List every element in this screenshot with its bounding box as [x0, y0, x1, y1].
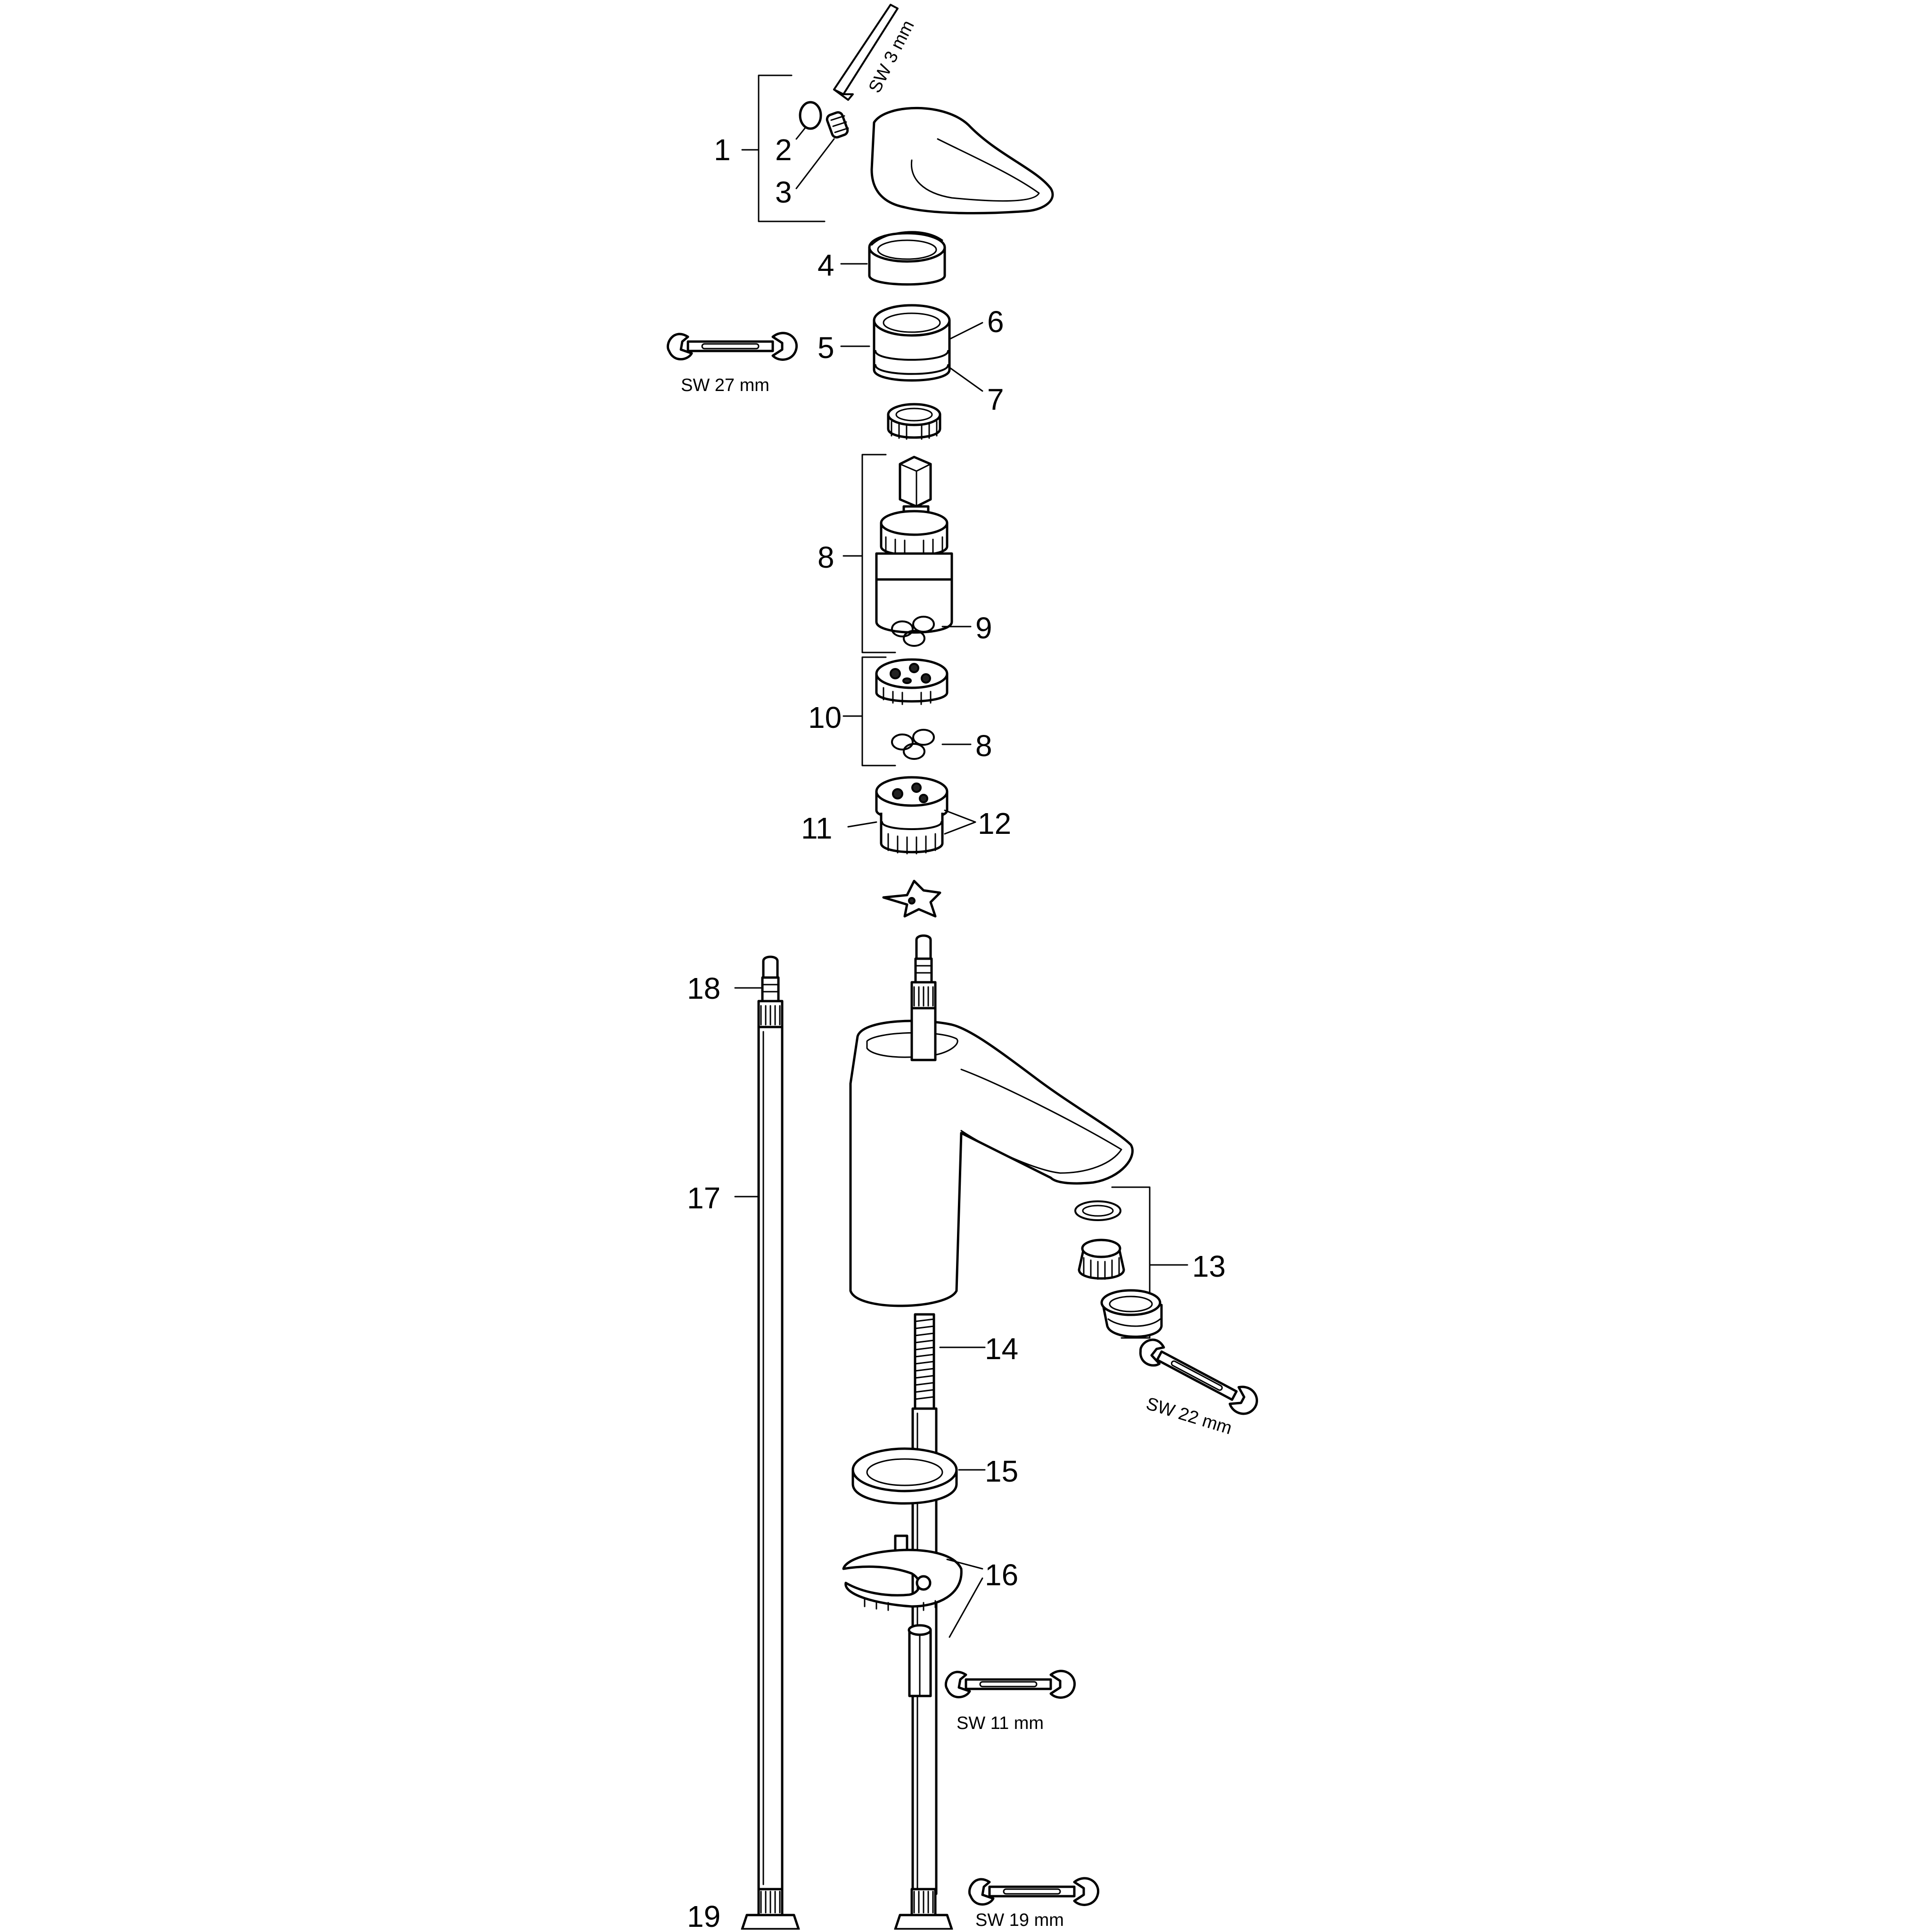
- threaded-rod: [914, 1313, 935, 1410]
- triple-seal: [891, 616, 935, 647]
- flex-hose-left: [741, 955, 800, 1931]
- triple-seal-lower: [891, 729, 935, 760]
- label-2: 2: [775, 133, 792, 167]
- label-4: 4: [818, 248, 834, 282]
- label-16: 16: [985, 1558, 1018, 1592]
- handle-group: 1 2 3 SW 3 mm: [714, 4, 1054, 222]
- label-10: 10: [808, 701, 842, 734]
- hex-key-size-label: SW 3 mm: [865, 17, 918, 96]
- label-11: 11: [801, 811, 832, 845]
- cap-plug: [799, 101, 822, 130]
- label-9: 9: [975, 611, 992, 645]
- label-3: 3: [775, 175, 792, 209]
- label-17: 17: [687, 1181, 720, 1215]
- aerator-set: [1074, 1200, 1163, 1338]
- cartridge: [875, 456, 953, 634]
- lever-handle: [870, 106, 1054, 215]
- wrench-19-label: SW 19 mm: [975, 1910, 1064, 1930]
- label-8a: 8: [818, 540, 834, 574]
- wrench-22-label: SW 22 mm: [1144, 1394, 1234, 1438]
- insert-ring: [887, 403, 941, 440]
- label-12: 12: [978, 807, 1011, 840]
- wrench-19-tool: [968, 1877, 1099, 1906]
- center-pipe-fitting: [894, 1888, 953, 1931]
- fixing-horseshoe: [842, 1534, 963, 1611]
- label-19: 19: [687, 1899, 720, 1930]
- cartridge-base: [875, 776, 949, 855]
- cartridge-nut: [873, 304, 951, 382]
- label-13: 13: [1192, 1249, 1226, 1283]
- wrench-11-tool: [944, 1670, 1076, 1699]
- label-5: 5: [818, 331, 834, 365]
- wrench-22-tool: [1139, 1338, 1258, 1415]
- label-6: 6: [987, 305, 1004, 339]
- grub-screw: [826, 111, 849, 139]
- spout-body: [849, 1019, 1134, 1307]
- label-8b: 8: [975, 729, 992, 763]
- label-7: 7: [987, 383, 1004, 416]
- wrench-11-label: SW 11 mm: [957, 1713, 1044, 1733]
- wrench-27-tool: [666, 332, 798, 361]
- base-gasket: [851, 1447, 958, 1505]
- hex-key-tool: [833, 4, 899, 101]
- label-1: 1: [714, 133, 731, 167]
- cover-ring: [868, 231, 946, 286]
- label-15: 15: [985, 1454, 1018, 1488]
- label-14: 14: [985, 1332, 1018, 1366]
- mixing-disc: [875, 658, 949, 705]
- wrench-27-label: SW 27 mm: [681, 375, 769, 395]
- label-18: 18: [687, 971, 720, 1005]
- clamping-nut: [908, 1624, 932, 1697]
